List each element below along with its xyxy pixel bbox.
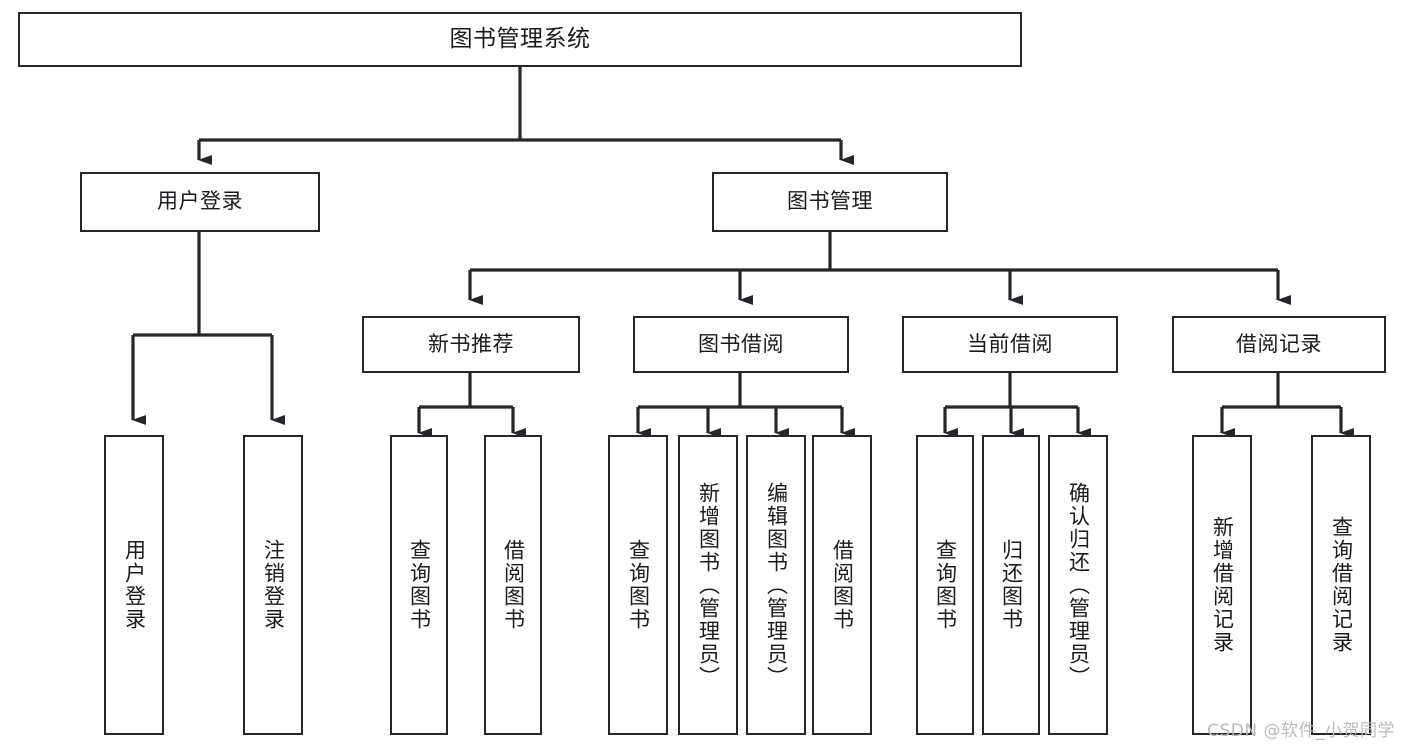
node-book-management[interactable]: 图书管理 xyxy=(712,172,948,232)
node-current-borrow-label: 当前借阅 xyxy=(967,331,1053,356)
node-user-login[interactable]: 用户登录 xyxy=(80,172,320,232)
node-root-label: 图书管理系统 xyxy=(449,25,591,52)
node-leaf-borrow-add-label: 新增图书（管理员） xyxy=(696,481,721,689)
node-leaf-current-confirm-return[interactable]: 确认归还（管理员） xyxy=(1048,435,1108,735)
node-leaf-logout-label: 注销登录 xyxy=(261,539,286,631)
node-leaf-newbook-query[interactable]: 查询图书 xyxy=(390,435,448,735)
node-book-management-label: 图书管理 xyxy=(787,189,873,214)
node-leaf-borrow-add[interactable]: 新增图书（管理员） xyxy=(678,435,738,735)
node-new-book-recommend[interactable]: 新书推荐 xyxy=(362,316,580,373)
csdn-watermark: CSDN @软件_小贺同学 xyxy=(1207,721,1395,741)
node-leaf-current-return[interactable]: 归还图书 xyxy=(982,435,1040,735)
node-leaf-records-query[interactable]: 查询借阅记录 xyxy=(1311,435,1371,735)
node-leaf-logout[interactable]: 注销登录 xyxy=(243,435,303,735)
node-leaf-newbook-borrow[interactable]: 借阅图书 xyxy=(484,435,542,735)
node-leaf-newbook-borrow-label: 借阅图书 xyxy=(501,539,526,631)
node-borrow-records-label: 借阅记录 xyxy=(1236,331,1322,356)
node-leaf-borrow-query[interactable]: 查询图书 xyxy=(608,435,668,735)
node-leaf-borrow-book-label: 借阅图书 xyxy=(830,539,855,631)
node-leaf-current-query-label: 查询图书 xyxy=(933,539,958,631)
node-leaf-current-return-label: 归还图书 xyxy=(999,539,1024,631)
node-leaf-records-query-label: 查询借阅记录 xyxy=(1329,516,1354,654)
node-leaf-borrow-query-label: 查询图书 xyxy=(626,539,651,631)
node-leaf-borrow-book[interactable]: 借阅图书 xyxy=(812,435,872,735)
node-leaf-current-confirm-return-label: 确认归还（管理员） xyxy=(1066,481,1091,689)
node-leaf-borrow-edit[interactable]: 编辑图书（管理员） xyxy=(746,435,806,735)
node-borrow-records[interactable]: 借阅记录 xyxy=(1172,316,1386,373)
node-user-login-label: 用户登录 xyxy=(157,189,243,214)
node-leaf-current-query[interactable]: 查询图书 xyxy=(916,435,974,735)
node-leaf-records-add-label: 新增借阅记录 xyxy=(1210,516,1235,654)
node-root[interactable]: 图书管理系统 xyxy=(18,12,1022,67)
node-book-borrow[interactable]: 图书借阅 xyxy=(633,316,849,373)
node-leaf-user-login-label: 用户登录 xyxy=(122,539,147,631)
node-leaf-user-login[interactable]: 用户登录 xyxy=(104,435,164,735)
node-new-book-recommend-label: 新书推荐 xyxy=(428,331,514,356)
node-leaf-newbook-query-label: 查询图书 xyxy=(407,539,432,631)
node-current-borrow[interactable]: 当前借阅 xyxy=(902,316,1118,373)
node-leaf-records-add[interactable]: 新增借阅记录 xyxy=(1192,435,1252,735)
node-leaf-borrow-edit-label: 编辑图书（管理员） xyxy=(764,481,789,689)
node-book-borrow-label: 图书借阅 xyxy=(698,331,784,356)
